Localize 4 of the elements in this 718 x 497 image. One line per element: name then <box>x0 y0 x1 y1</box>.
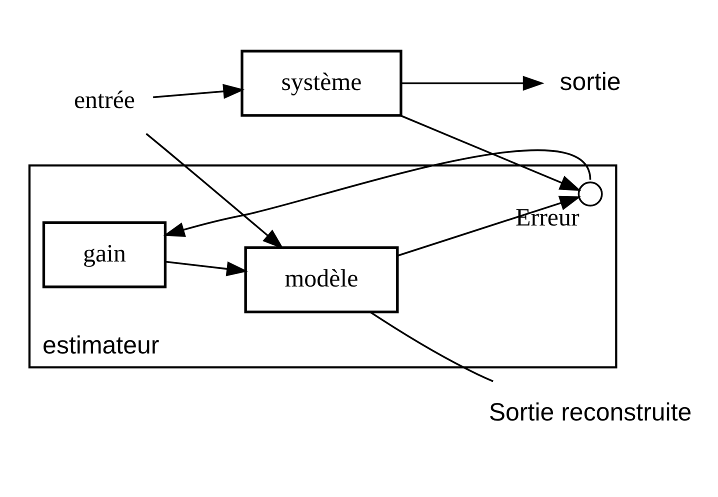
node-text: Sortie reconstruite <box>488 398 692 426</box>
node-label: Erreur <box>516 204 580 232</box>
node-text: sortie <box>560 68 621 96</box>
node-text: entrée <box>74 86 136 114</box>
